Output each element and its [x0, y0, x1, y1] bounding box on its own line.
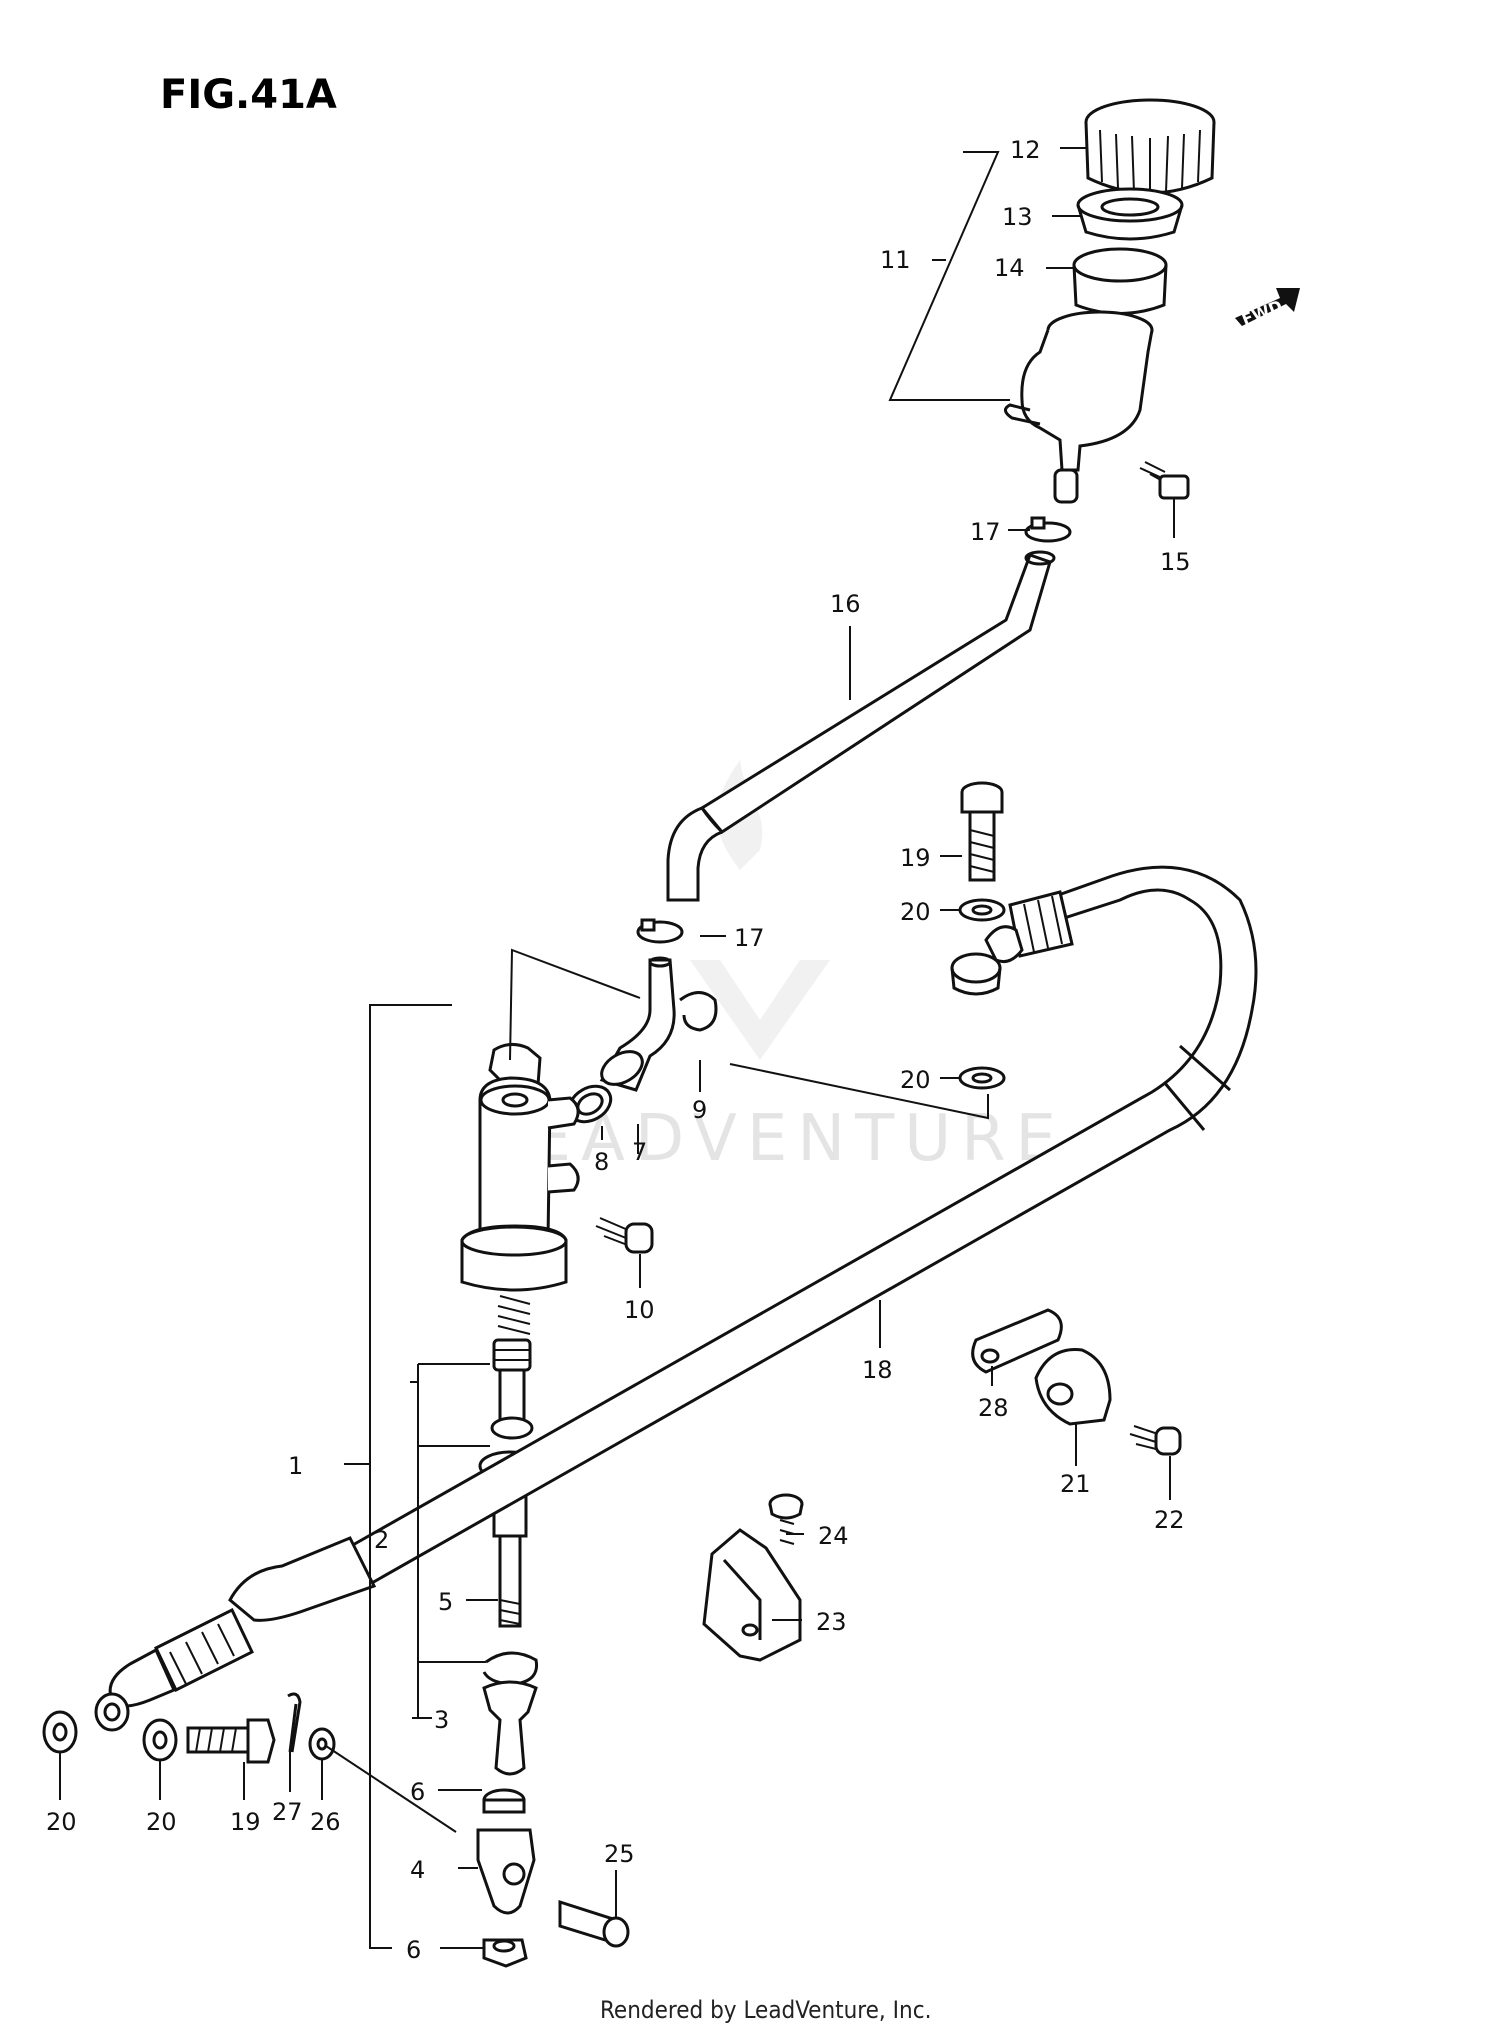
- hose-bracket: [1034, 1348, 1112, 1426]
- callout-26: 26: [310, 1808, 341, 1836]
- fwd-label: FWD: [1239, 296, 1285, 329]
- callout-9: 9: [692, 1096, 707, 1124]
- callout-22: 22: [1154, 1506, 1185, 1534]
- callout-16: 16: [830, 590, 861, 618]
- cotter-pin: [287, 1692, 302, 1753]
- union-bolt-upper: [960, 781, 1004, 882]
- washer-lower-b: [142, 1718, 178, 1762]
- callout-7: 7: [632, 1138, 647, 1166]
- hose-guide: [971, 1308, 1063, 1374]
- circlip-lower: [482, 1651, 539, 1686]
- diaphragm: [1072, 247, 1168, 315]
- diaphragm-plate: [1076, 187, 1184, 241]
- callout-13: 13: [1002, 203, 1033, 231]
- callout-2: 2: [374, 1526, 389, 1554]
- piston: [490, 1338, 534, 1440]
- circlip: [679, 991, 718, 1032]
- callout-25: 25: [604, 1840, 635, 1868]
- callout-5: 5: [438, 1588, 453, 1616]
- callout-11: 11: [880, 246, 911, 274]
- hose-connector: [599, 956, 676, 1092]
- callout-14: 14: [994, 254, 1025, 282]
- callout-1: 1: [288, 1452, 303, 1480]
- brake-hose-top-fitting: [950, 890, 1074, 996]
- clevis-pin: [558, 1899, 630, 1948]
- reservoir-hose: [666, 550, 1056, 902]
- callout-28: 28: [978, 1394, 1009, 1422]
- figure-title: FIG.41A: [160, 72, 337, 118]
- bracket-screw: [768, 1493, 804, 1545]
- callout-27: 27: [272, 1798, 303, 1826]
- master-cylinder: [460, 1043, 580, 1292]
- callout-3: 3: [434, 1706, 449, 1734]
- callout-8: 8: [594, 1148, 609, 1176]
- callout-6-lower: 6: [406, 1936, 421, 1964]
- mounting-bolt: [595, 1217, 654, 1254]
- boot: [482, 1680, 538, 1776]
- hose-clamp-lower: [636, 918, 684, 944]
- reservoir-tank: [1004, 310, 1154, 504]
- callout-19-lower: 19: [230, 1808, 261, 1836]
- hose-clamp-upper: [1024, 516, 1072, 543]
- callout-23: 23: [816, 1608, 847, 1636]
- union-bolt-lower: [186, 1718, 276, 1764]
- callout-19-upper: 19: [900, 844, 931, 872]
- piston-spring: [497, 1295, 531, 1335]
- washer-lower-a: [42, 1710, 78, 1754]
- callout-6-upper: 6: [410, 1778, 425, 1806]
- bracket-bolt: [1129, 1425, 1182, 1456]
- callout-21: 21: [1060, 1470, 1091, 1498]
- lock-nut-lower: [482, 1938, 528, 1968]
- clevis: [476, 1828, 536, 1915]
- washer-upper-b: [958, 1066, 1006, 1090]
- callout-20-lower-b: 20: [146, 1808, 177, 1836]
- callout-18: 18: [862, 1356, 893, 1384]
- callout-24: 24: [818, 1522, 849, 1550]
- callout-17-upper: 17: [970, 518, 1001, 546]
- callout-20-lower-a: 20: [46, 1808, 77, 1836]
- callout-4: 4: [410, 1856, 425, 1884]
- callout-20-upper-b: 20: [900, 1066, 931, 1094]
- footer-credit: Rendered by LeadVenture, Inc.: [600, 1996, 931, 2024]
- reservoir-bracket: [702, 1528, 802, 1662]
- callout-10: 10: [624, 1296, 655, 1324]
- reservoir-bolt: [1139, 461, 1190, 500]
- brake-hose: [94, 865, 1258, 1732]
- washer-upper-a: [958, 898, 1006, 922]
- callout-15: 15: [1160, 548, 1191, 576]
- washer-clevis: [308, 1727, 336, 1761]
- reservoir-cap: [1084, 98, 1216, 195]
- fwd-arrow-icon: [1235, 288, 1300, 326]
- lock-nut-upper: [482, 1788, 526, 1814]
- callout-20-upper-a: 20: [900, 898, 931, 926]
- callout-17-lower: 17: [734, 924, 765, 952]
- callout-12: 12: [1010, 136, 1041, 164]
